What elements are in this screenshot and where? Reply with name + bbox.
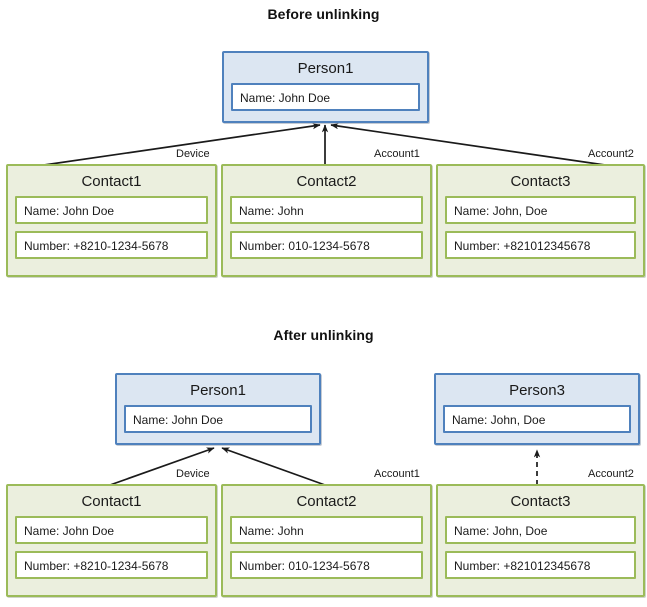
node-title: Contact3 xyxy=(510,493,571,510)
node-title: Contact2 xyxy=(296,173,357,190)
node-title: Person1 xyxy=(190,382,246,399)
person-name-field[interactable]: Name: John Doe xyxy=(124,405,312,433)
contact-node-contact2-before[interactable]: Contact2 Name: John Number: 010-1234-567… xyxy=(221,164,432,277)
edge-label-account1-after: Account1 xyxy=(374,468,420,480)
edge-label-account2-before: Account2 xyxy=(588,148,634,160)
node-title: Contact3 xyxy=(510,173,571,190)
edge-label-device-after: Device xyxy=(176,468,210,480)
node-title: Contact1 xyxy=(81,493,142,510)
section-title-after: After unlinking xyxy=(273,327,374,343)
node-title: Contact1 xyxy=(81,173,142,190)
person-node-person1-after[interactable]: Person1 Name: John Doe xyxy=(115,373,321,445)
contact-name-field[interactable]: Name: John xyxy=(230,516,423,544)
edge-label-device-before: Device xyxy=(176,148,210,160)
node-title: Contact2 xyxy=(296,493,357,510)
contact-name-field[interactable]: Name: John, Doe xyxy=(445,196,636,224)
contact-node-contact3-after[interactable]: Contact3 Name: John, Doe Number: +821012… xyxy=(436,484,645,597)
contact-node-contact1-before[interactable]: Contact1 Name: John Doe Number: +8210-12… xyxy=(6,164,217,277)
person-name-field[interactable]: Name: John, Doe xyxy=(443,405,631,433)
edge-contact3-to-person1 xyxy=(330,122,606,166)
contact-name-field[interactable]: Name: John, Doe xyxy=(445,516,636,544)
edge-after-contact2-to-person1 xyxy=(221,447,326,486)
contact-number-field[interactable]: Number: +821012345678 xyxy=(445,231,636,259)
person-node-person1-before[interactable]: Person1 Name: John Doe xyxy=(222,51,429,123)
node-title: Person1 xyxy=(297,60,354,77)
section-title-before: Before unlinking xyxy=(267,6,380,22)
contact-node-contact1-after[interactable]: Contact1 Name: John Doe Number: +8210-12… xyxy=(6,484,217,597)
person-node-person3-after[interactable]: Person3 Name: John, Doe xyxy=(434,373,640,445)
contact-name-field[interactable]: Name: John Doe xyxy=(15,516,208,544)
person-name-field[interactable]: Name: John Doe xyxy=(231,83,420,111)
contact-name-field[interactable]: Name: John Doe xyxy=(15,196,208,224)
edge-label-account1-before: Account1 xyxy=(374,148,420,160)
contact-number-field[interactable]: Number: +8210-1234-5678 xyxy=(15,231,208,259)
contact-node-contact3-before[interactable]: Contact3 Name: John, Doe Number: +821012… xyxy=(436,164,645,277)
contact-number-field[interactable]: Number: 010-1234-5678 xyxy=(230,551,423,579)
contact-number-field[interactable]: Number: +821012345678 xyxy=(445,551,636,579)
node-title: Person3 xyxy=(509,382,565,399)
contact-number-field[interactable]: Number: 010-1234-5678 xyxy=(230,231,423,259)
edge-label-account2-after: Account2 xyxy=(588,468,634,480)
contact-number-field[interactable]: Number: +8210-1234-5678 xyxy=(15,551,208,579)
contact-node-contact2-after[interactable]: Contact2 Name: John Number: 010-1234-567… xyxy=(221,484,432,597)
contact-name-field[interactable]: Name: John xyxy=(230,196,423,224)
